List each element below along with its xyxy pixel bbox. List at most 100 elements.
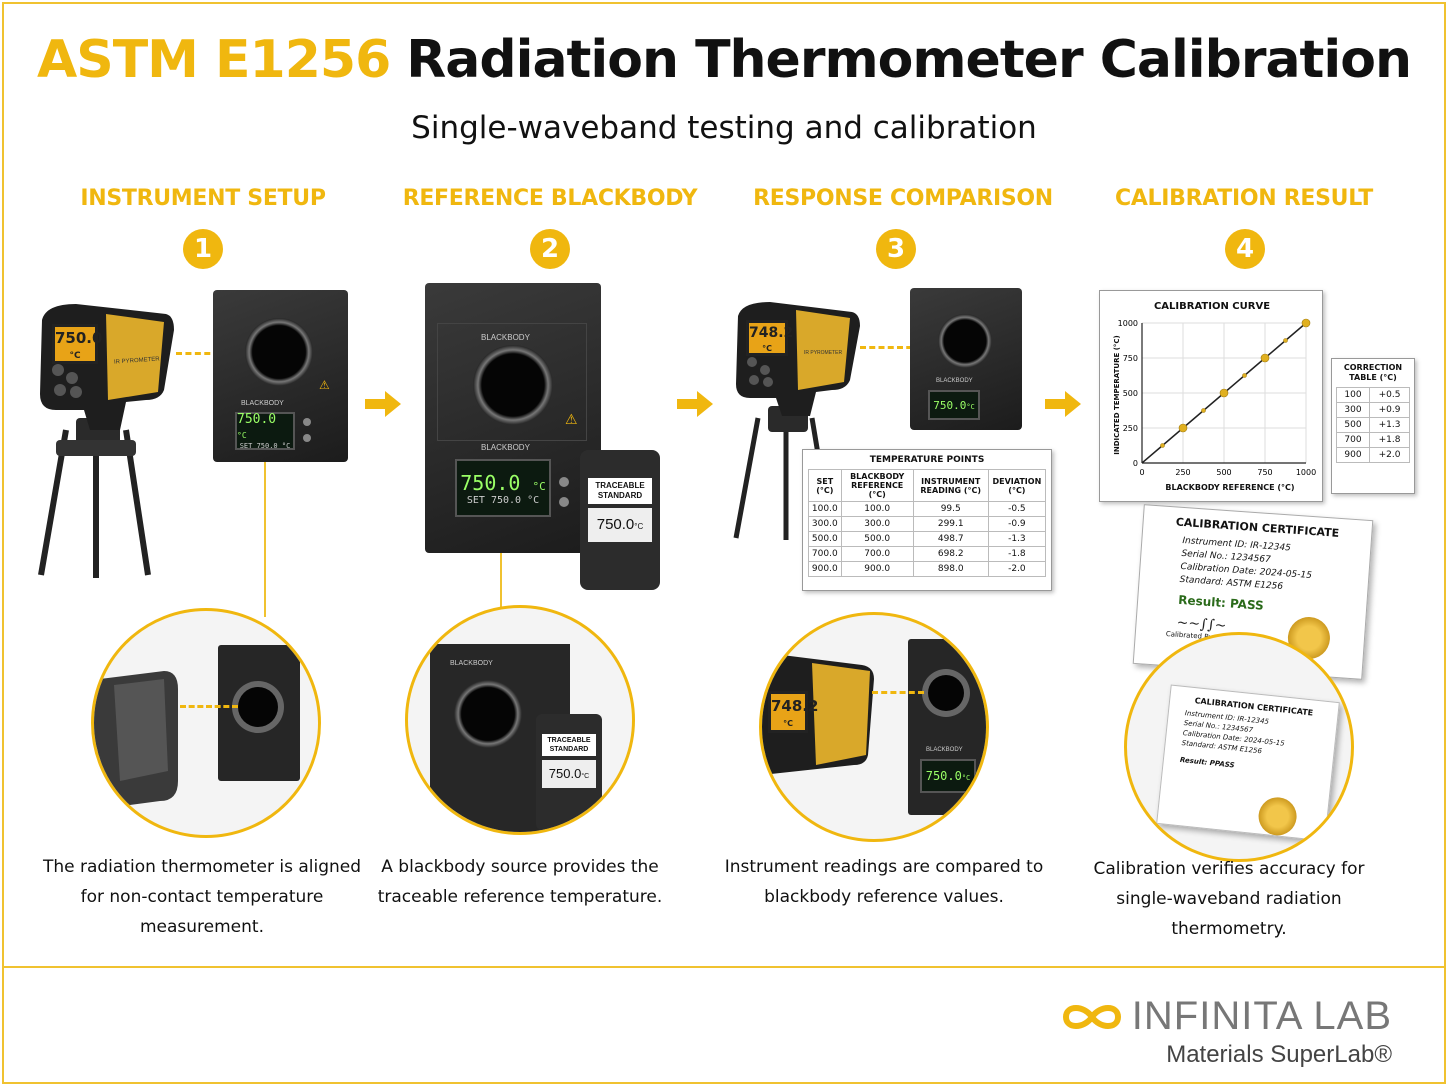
table-cell: 300.0 xyxy=(808,516,842,532)
data-point xyxy=(1301,318,1311,328)
gun-3-zoom-unit: °C xyxy=(783,719,793,728)
step-3-zoom-view: 748.2 °C BLACKBODY 750.0°C xyxy=(759,612,989,842)
step-2-caption: A blackbody source provides the traceabl… xyxy=(377,857,663,907)
table-cell: -1.8 xyxy=(987,546,1047,562)
footer-divider xyxy=(2,966,1446,968)
bb-main-unit: °C xyxy=(532,479,546,493)
table-cell: 498.7 xyxy=(912,531,989,547)
gun-3-zoom-reading: 748.2 xyxy=(771,697,819,715)
title-accent: ASTM E1256 xyxy=(37,30,391,90)
brand-name-row: INFINITA LAB xyxy=(1060,994,1392,1039)
step-2-heading: REFERENCE BLACKBODY xyxy=(402,186,698,211)
arrow-right-icon xyxy=(677,391,713,417)
x-tick-label: 1000 xyxy=(1296,468,1316,477)
table-cell: 299.1 xyxy=(912,516,989,532)
table-cell: 99.5 xyxy=(912,501,989,517)
calibration-curve-chart: CALIBRATION CURVE INDICATED TEMPERATURE … xyxy=(1099,290,1323,502)
table-cell: +1.8 xyxy=(1369,432,1410,448)
traceable-reading: 750.0 xyxy=(596,516,635,533)
table-cell: 900.0 xyxy=(840,561,914,577)
x-tick-label: 750 xyxy=(1257,468,1272,477)
blackbody-label: BLACKBODY xyxy=(241,400,284,407)
chart-title: CALIBRATION CURVE xyxy=(1153,301,1271,312)
infinity-logo-icon xyxy=(1062,1004,1121,1029)
bb-main-temp: 750.0 xyxy=(460,470,521,495)
data-point xyxy=(1219,388,1229,398)
table-cell: -1.3 xyxy=(987,531,1047,547)
control-knob xyxy=(303,418,311,426)
tp-header-set: SET (°C) xyxy=(808,469,842,502)
y-tick-label: 0 xyxy=(1133,459,1138,468)
x-tick-label: 0 xyxy=(1139,468,1144,477)
table-cell: 500.0 xyxy=(840,531,914,547)
bb-main-set: 750.0 xyxy=(490,494,522,506)
x-tick-label: 250 xyxy=(1175,468,1190,477)
y-tick-label: 1000 xyxy=(1118,319,1138,328)
correction-grid: 100+0.5 300+0.9 500+1.3 700+1.8 900+2.0 xyxy=(1335,387,1410,463)
gun-3-zoom-display: 748.2 °C xyxy=(768,691,819,733)
gun-1-display: 750.0 °C xyxy=(52,324,103,364)
gun-1-unit: °C xyxy=(69,351,81,361)
table-cell: 500 xyxy=(1335,417,1371,433)
step-1-zoom-view xyxy=(91,608,321,838)
table-cell: 900.0 xyxy=(808,561,842,577)
table-cell: 300 xyxy=(1335,402,1371,418)
seal-icon xyxy=(1256,795,1299,838)
blackbody-label: BLACKBODY xyxy=(450,660,493,667)
traceable-standard-meter: TRACEABLE STANDARD 750.0°C xyxy=(580,450,660,590)
table-row: 900+2.0 xyxy=(1335,447,1410,463)
temperature-points-title: TEMPERATURE POINTS xyxy=(869,455,985,465)
brand-tagline: Materials SuperLab® xyxy=(1166,1041,1392,1068)
blackbody-3-display: 750.0°C xyxy=(928,390,980,420)
connector-line xyxy=(264,462,266,617)
tp-header-deviation: DEVIATION (°C) xyxy=(987,469,1047,502)
traceable-display: 750.0°C xyxy=(542,760,596,788)
step-3-heading: RESPONSE COMPARISON xyxy=(753,186,1053,211)
table-cell: 100.0 xyxy=(840,501,914,517)
bb-main-set-prefix: SET xyxy=(466,494,485,506)
data-point xyxy=(1242,373,1247,378)
brand-block: INFINITA LAB Materials SuperLab® xyxy=(1060,994,1392,1069)
step-3-caption: Instrument readings are compared to blac… xyxy=(724,857,1044,907)
data-point xyxy=(1283,338,1288,343)
step-3-number: 3 xyxy=(876,229,916,269)
y-tick-label: 750 xyxy=(1123,354,1138,363)
traceable-standard-zoom: TRACEABLE STANDARD 750.0°C xyxy=(536,714,602,830)
gun-3-unit: °C xyxy=(762,344,772,353)
step-4-number: 4 xyxy=(1225,229,1265,269)
bb-1-set-unit: °C xyxy=(281,442,291,450)
correction-table: CORRECTION TABLE (°C) 100+0.5 300+0.9 50… xyxy=(1331,358,1415,494)
gun-1-reading: 750.0 xyxy=(55,329,103,347)
table-cell: +0.5 xyxy=(1369,387,1410,403)
measurement-beam xyxy=(860,346,940,349)
table-cell: 700.0 xyxy=(808,546,842,562)
blackbody-source-3: BLACKBODY 750.0°C xyxy=(910,288,1022,430)
traceable-label: TRACEABLE STANDARD xyxy=(588,478,652,504)
table-cell: 300.0 xyxy=(840,516,914,532)
step-4-zoom-view: CALIBRATION CERTIFICATE Instrument ID: I… xyxy=(1124,632,1354,862)
table-row: 300+0.9 xyxy=(1335,402,1410,418)
step-2-number: 2 xyxy=(530,229,570,269)
gun-3-label: IR PYROMETER xyxy=(804,350,843,356)
table-cell: -2.0 xyxy=(987,561,1047,577)
blackbody-label: BLACKBODY xyxy=(481,333,530,342)
bb-3-unit: °C xyxy=(966,402,975,411)
step-1-caption: The radiation thermometer is aligned for… xyxy=(42,857,362,937)
table-cell: 698.2 xyxy=(912,546,989,562)
y-tick-label: 250 xyxy=(1123,424,1138,433)
blackbody-aperture xyxy=(473,345,553,425)
table-cell: +2.0 xyxy=(1369,447,1410,463)
bb-1-unit: °C xyxy=(237,431,247,440)
bb-zoom-temp: 750.0 xyxy=(925,769,962,783)
ir-thermometer-on-tripod: 750.0 °C IR PYROMETER xyxy=(36,300,176,580)
blackbody-main-display: 750.0 °C SET 750.0 °C xyxy=(455,459,551,517)
bb-main-set-unit: °C xyxy=(527,494,540,506)
blackbody-zoom-display: 750.0°C xyxy=(920,759,976,793)
measurement-beam xyxy=(872,691,924,694)
blackbody-label-lower: BLACKBODY xyxy=(481,443,530,452)
